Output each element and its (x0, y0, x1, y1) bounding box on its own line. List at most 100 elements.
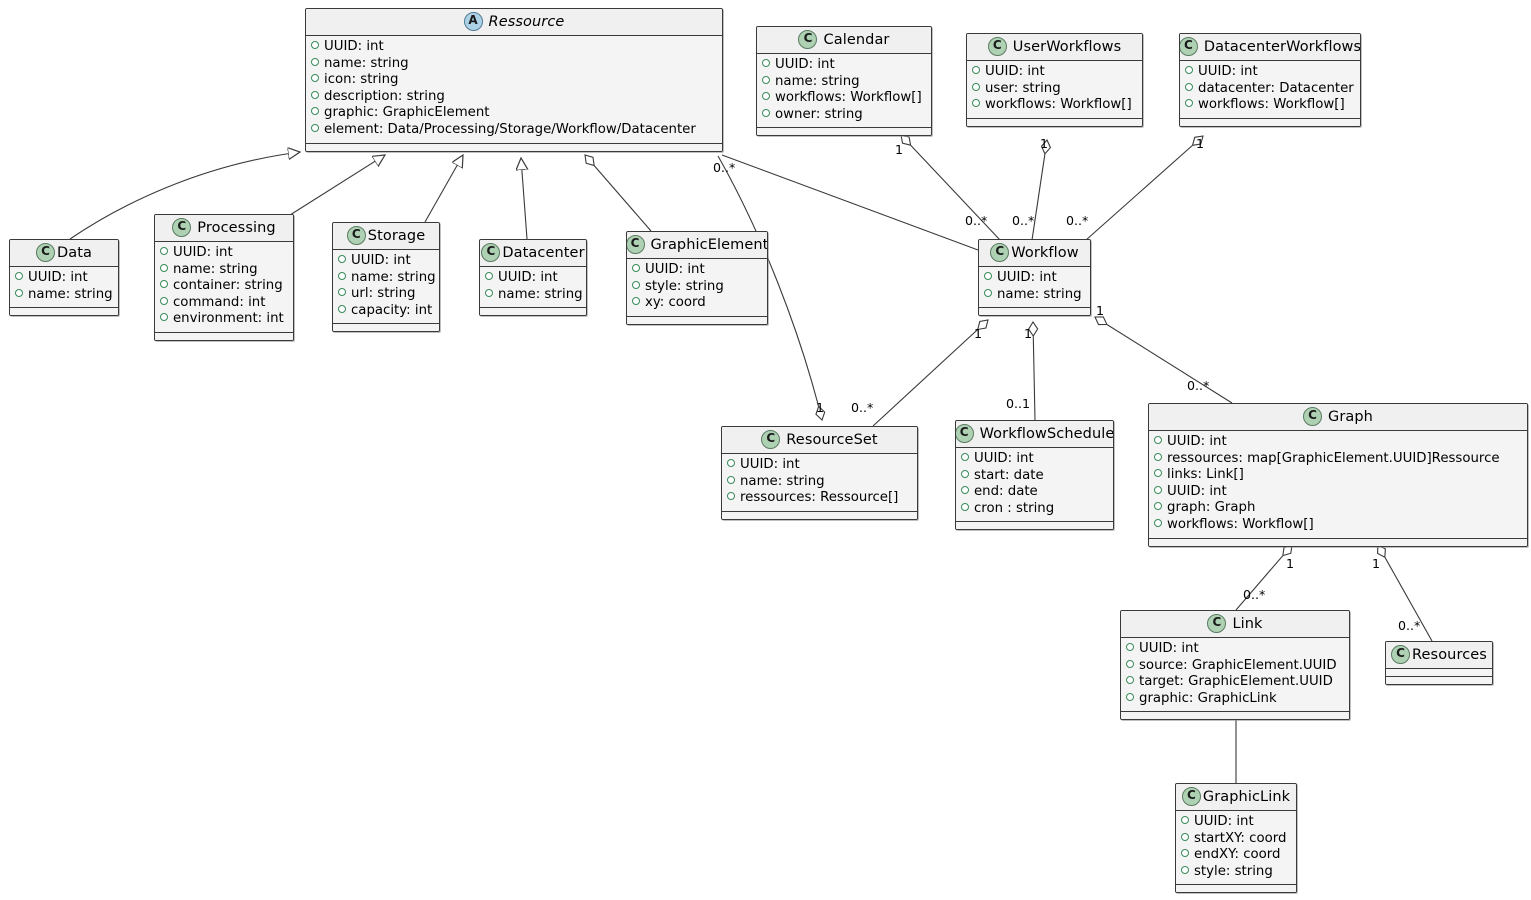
class-methods-calendar (757, 128, 931, 136)
class-icon: C (481, 243, 501, 262)
class-attribute-label: UUID: int (1198, 64, 1258, 79)
class-attribute-row: UUID: int (311, 39, 717, 56)
visibility-public-icon (160, 280, 168, 289)
visibility-public-icon (961, 502, 969, 511)
class-name-label: Datacenter (502, 244, 585, 261)
class-attribute-row: UUID: int (485, 270, 581, 287)
multiplicity-label: 0..* (1243, 587, 1266, 602)
class-attribute-row: UUID: int (727, 457, 912, 474)
class-attribute-row: links: Link[] (1154, 467, 1522, 484)
class-icon: C (1303, 407, 1322, 426)
visibility-public-icon (1154, 436, 1162, 444)
class-attribute-row: name: string (485, 287, 583, 304)
class-attribute-label: UUID: int (173, 245, 233, 260)
multiplicity-label: 0..* (1398, 618, 1421, 633)
class-attribute-row: element: Data/Processing/Storage/Workflo… (311, 122, 717, 139)
class-attribute-row: datacenter: Datacenter (1185, 81, 1355, 98)
class-attribute-label: ressources: Ressource[] (740, 490, 899, 506)
class-attribute-label: startXY: coord (1194, 830, 1287, 846)
class-attribute-row: ressources: Ressource[] (727, 490, 912, 507)
visibility-public-icon (972, 99, 980, 108)
class-attribute-label: graphic: GraphicLink (1139, 690, 1277, 706)
class-attribute-label: UUID: int (351, 253, 411, 268)
class-name-label: DatacenterWorkflows (1203, 38, 1361, 55)
class-name-label: GraphicLink (1202, 788, 1291, 805)
visibility-public-icon (15, 272, 23, 280)
class-attribute-label: UUID: int (1167, 434, 1227, 449)
multiplicity-label: 1 (974, 326, 983, 341)
visibility-public-icon (338, 255, 346, 263)
class-attribute-label: source: GraphicElement.UUID (1139, 657, 1337, 673)
class-attribute-label: UUID: int (775, 57, 835, 72)
multiplicity-label: 1 (1372, 556, 1381, 571)
multiplicity-label: 0..* (1012, 213, 1035, 228)
class-methods-ressource (306, 143, 722, 151)
class-icon: C (956, 424, 974, 443)
class-attribute-label: xy: coord (645, 295, 706, 311)
class-attribute-row: graph: Graph (1154, 500, 1522, 517)
class-attribute-row: name: string (160, 262, 288, 279)
class-attribute-row: target: GraphicElement.UUID (1126, 674, 1344, 691)
visibility-public-icon (338, 271, 346, 280)
class-attribute-row: name: string (338, 270, 436, 287)
class-icon: C (1180, 37, 1198, 56)
class-attribute-row: cron : string (961, 501, 1108, 518)
class-attribute-row: UUID: int (1185, 64, 1355, 81)
class-attribute-label: end: date (974, 484, 1038, 500)
class-name-label: UserWorkflows (1012, 38, 1122, 55)
class-attribute-row: workflows: Workflow[] (1185, 97, 1355, 114)
class-attribute-label: cron : string (974, 500, 1055, 516)
multiplicity-label: 1 (1024, 326, 1033, 341)
class-attribute-label: capacity: int (351, 302, 433, 318)
visibility-public-icon (1181, 865, 1189, 874)
class-name-label: GraphicElement (650, 236, 768, 253)
multiplicity-label: 0..* (965, 213, 988, 228)
class-attribute-row: environment: int (160, 311, 288, 328)
multiplicity-label: 1 (1196, 136, 1205, 151)
visibility-public-icon (1181, 849, 1189, 858)
visibility-public-icon (1154, 502, 1162, 511)
multiplicity-label: 0..* (713, 160, 736, 175)
visibility-public-icon (338, 288, 346, 297)
visibility-public-icon (1126, 676, 1134, 685)
class-attribute-row: name: string (15, 287, 113, 304)
multiplicity-label: 1 (1096, 303, 1105, 318)
class-attribute-label: graph: Graph (1167, 500, 1256, 516)
class-attribute-row: description: string (311, 89, 717, 106)
class-attribute-row: UUID: int (1154, 434, 1522, 451)
visibility-public-icon (1185, 99, 1193, 108)
class-attribute-row: UUID: int (762, 57, 926, 74)
class-attribute-row: UUID: int (972, 64, 1137, 81)
visibility-public-icon (485, 288, 493, 297)
class-attribute-label: name: string (997, 286, 1082, 302)
multiplicity-label: 0..* (851, 400, 874, 415)
class-attribute-row: xy: coord (632, 295, 762, 312)
class-icon: C (346, 226, 366, 245)
edge-workflow-graph (1095, 317, 1233, 404)
visibility-public-icon (762, 59, 770, 67)
edge-storage-ressource (424, 155, 463, 223)
